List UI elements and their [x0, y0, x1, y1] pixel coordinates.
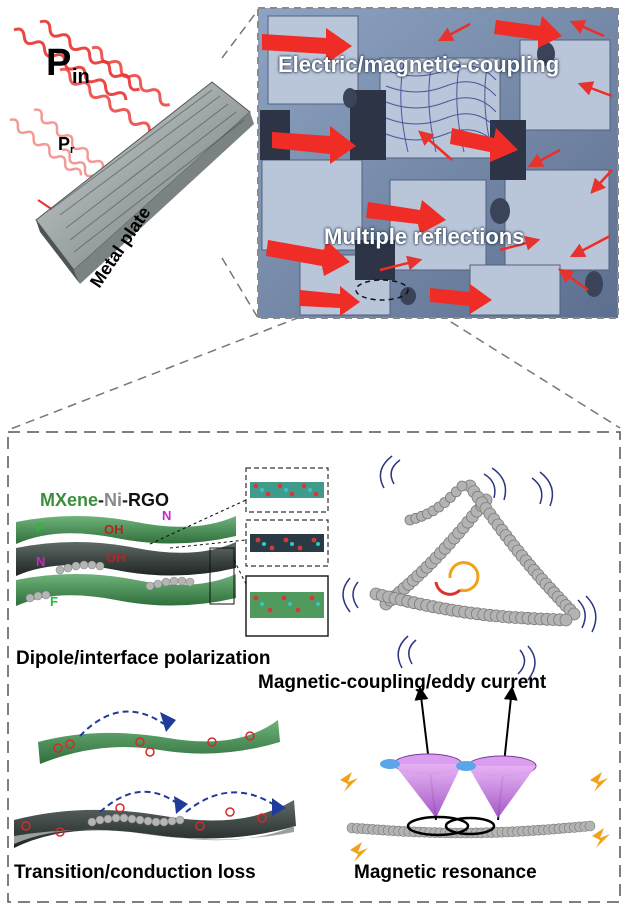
ni-bead [559, 613, 573, 627]
ni-chain-beads [369, 479, 581, 627]
wave-r-1 [9, 118, 83, 176]
p-in-subscript: in [72, 66, 90, 88]
p-r-symbol: P [58, 134, 71, 154]
p-r-subscript: r [70, 144, 75, 156]
coupling-label: Electric/magnetic-coupling [278, 52, 560, 77]
dipole-polarization-label: Dipole/interface polarization [16, 648, 271, 669]
zoom-insets [245, 467, 329, 637]
reflection-arrows [262, 16, 562, 316]
metal-plate-graphic [35, 81, 254, 284]
group-oh-1: OH [104, 522, 124, 537]
wave-in-3 [59, 67, 160, 140]
wave-r-2 [33, 108, 111, 176]
ni-label: Ni [104, 490, 123, 510]
ni-bead [456, 480, 468, 492]
mechanism-panel-frame [7, 431, 621, 903]
group-n-1: N [162, 508, 172, 523]
electron-symbols [21, 731, 267, 837]
conduction-sheets [14, 710, 296, 848]
conduction-loss-label: Transition/conduction loss [14, 862, 256, 883]
field-ripples [342, 455, 597, 681]
ni-chain-loop [369, 479, 581, 627]
reflections-label: Multiple reflections [324, 224, 525, 249]
eddy-loop-arrow [434, 561, 480, 596]
ni-bead [584, 820, 596, 832]
group-n-2: N [36, 554, 46, 569]
wave-in-1 [13, 27, 128, 101]
incident-waves [13, 19, 171, 140]
group-f-1: F [36, 520, 44, 535]
separator-1: - [98, 490, 105, 510]
separator-2: - [122, 490, 129, 510]
rgo-label: RGO [128, 490, 170, 510]
group-f-2: F [50, 594, 58, 609]
wave-in-4 [91, 45, 171, 107]
p-in-symbol: P [46, 42, 72, 84]
hop-arrows [79, 710, 277, 813]
reflection-panel [257, 7, 619, 319]
group-oh-2: OH [106, 550, 126, 565]
composite-sheets [16, 499, 247, 606]
mxene-label: MXene [40, 490, 99, 510]
composite-name: MXene-Ni-RGO [40, 490, 169, 511]
magnetic-resonance-label: Magnetic resonance [354, 862, 537, 883]
resonance-graphic [340, 686, 610, 862]
eddy-current-label: Magnetic-coupling/eddy current [258, 672, 547, 693]
